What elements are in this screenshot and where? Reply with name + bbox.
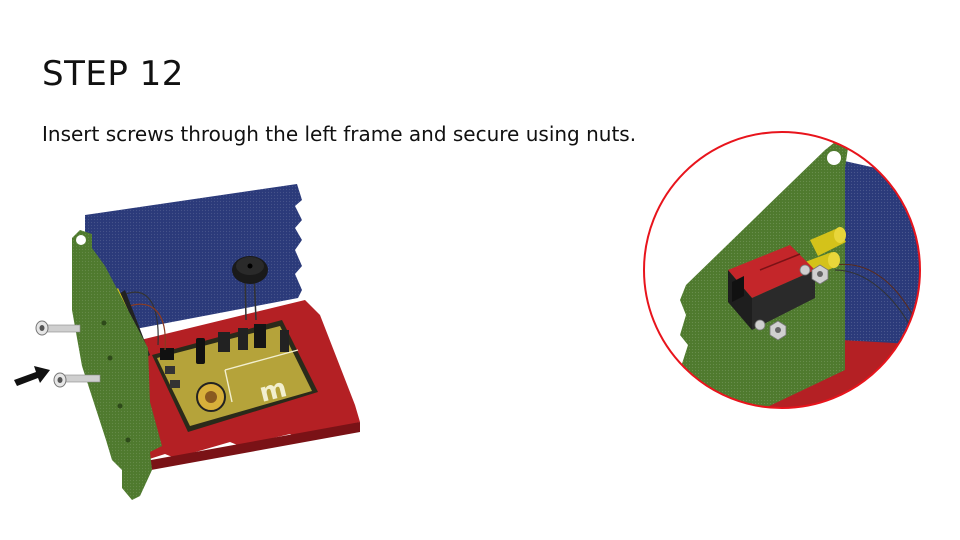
- screw-lower: [53, 372, 101, 388]
- component: [238, 328, 248, 350]
- zoom-detail-illustration: [643, 131, 921, 409]
- left-frame: [72, 230, 162, 500]
- insert-arrow-icon: [14, 366, 50, 386]
- zoom-circle: [643, 131, 921, 409]
- component: [218, 332, 230, 352]
- assembly-illustration: m: [14, 184, 360, 500]
- microswitch-detail: [728, 245, 815, 330]
- nut-lower: [769, 320, 787, 341]
- screw-head: [754, 319, 766, 331]
- nut-upper: [811, 264, 829, 285]
- screw-upper: [35, 320, 81, 336]
- screw-head: [799, 264, 811, 276]
- component: [254, 324, 266, 348]
- buzzer: [232, 256, 268, 321]
- capacitor: [196, 338, 205, 364]
- component: [280, 330, 289, 352]
- back-panel: [85, 184, 302, 330]
- pcb-board: m: [152, 320, 318, 432]
- slide-title: STEP 12: [42, 54, 184, 94]
- step-instruction: Insert screws through the left frame and…: [42, 122, 637, 146]
- component: [160, 348, 174, 360]
